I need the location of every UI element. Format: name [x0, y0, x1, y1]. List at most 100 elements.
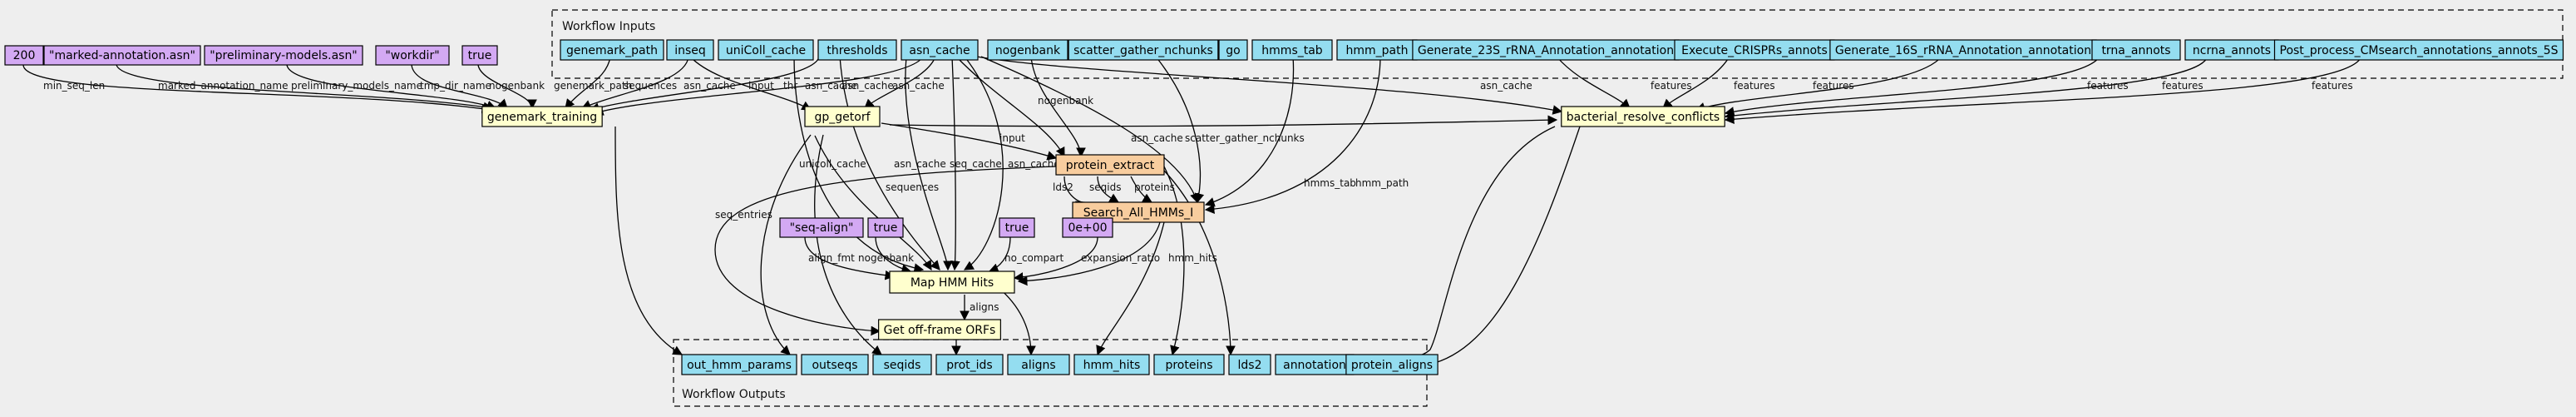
edge-bacterial-annotation [1308, 126, 1556, 370]
node-lit-marked-annotation[interactable]: "marked-annotation.asn" [43, 45, 201, 66]
edge-gen23s-features [1556, 56, 1631, 109]
node-label: out_hmm_params [687, 359, 792, 372]
label-hmm-hits: hmm_hits [1168, 252, 1217, 264]
edge-hmms-tab [1204, 56, 1295, 207]
edge-asn-cache-bacterial [976, 56, 1563, 115]
node-label: ncrna_annots [2193, 44, 2271, 57]
node-label: "marked-annotation.asn" [49, 49, 195, 62]
node-label: nogenbank [995, 44, 1061, 57]
edge-thresholds-map [839, 56, 940, 271]
label-input-1: input [748, 80, 774, 92]
node-output-seqids[interactable]: seqids [872, 354, 932, 375]
node-input-nogenbank[interactable]: nogenbank [987, 39, 1068, 61]
edge-asn-cache-protein-extract [955, 56, 1065, 158]
edge-genemark-path [565, 56, 611, 109]
node-output-protein-aligns[interactable]: protein_aligns [1345, 354, 1439, 375]
edge-seqids-search [1097, 176, 1120, 203]
node-input-scatter-gather-nchunks[interactable]: scatter_gather_nchunks [1068, 39, 1219, 61]
node-lit-zero[interactable]: 0e+00 [1062, 217, 1113, 238]
node-input-genemark-path[interactable]: genemark_path [560, 39, 664, 61]
node-label: 0e+00 [1068, 221, 1107, 235]
node-input-inseq[interactable]: inseq [666, 39, 714, 61]
node-lit-true-3[interactable]: true [999, 217, 1035, 238]
node-lit-true-1[interactable]: true [461, 45, 498, 66]
edge-seq-cache-map [950, 56, 960, 271]
node-label: inseq [674, 44, 706, 57]
node-label: uniColl_cache [726, 44, 806, 57]
node-lit-true-2[interactable]: true [867, 217, 904, 238]
label-proteins: proteins [1134, 181, 1175, 193]
node-lit-preliminary-models[interactable]: "preliminary-models.asn" [204, 45, 363, 66]
node-input-execute-crisprs[interactable]: Execute_CRISPRs_annots [1674, 39, 1835, 61]
label-preliminary-models-name: preliminary_models_name [291, 80, 422, 92]
workflow-inputs-title: Workflow Inputs [562, 20, 655, 33]
node-label: Map HMM Hits [910, 276, 994, 290]
node-label: trna_annots [2101, 44, 2170, 57]
node-input-hmms-tab[interactable]: hmms_tab [1251, 39, 1333, 61]
node-output-prot-ids[interactable]: prot_ids [935, 354, 1004, 375]
node-output-proteins[interactable]: proteins [1153, 354, 1225, 375]
edge-map-aligns [997, 286, 1036, 356]
edge-nogenbank-protein-extract [1030, 56, 1086, 158]
node-input-asn-cache[interactable]: asn_cache [901, 39, 979, 61]
label-scatter-gather: scatter_gather_nchunks [1185, 132, 1305, 144]
label-asn-cache-7: asn_cache [894, 158, 946, 170]
node-label: Execute_CRISPRs_annots [1681, 44, 1828, 57]
node-lit-200[interactable]: 200 [4, 45, 44, 66]
node-label: true [874, 221, 898, 235]
node-label: protein_extract [1066, 159, 1155, 172]
node-input-generate-23s[interactable]: Generate_23S_rRNA_Annotation_annotation [1412, 39, 1680, 61]
nodes-layer: 200 "marked-annotation.asn" "preliminary… [4, 39, 2564, 375]
workflow-outputs-cluster: Workflow Outputs [673, 339, 1428, 407]
edge-asn-cache-map-2 [963, 56, 1004, 271]
node-output-aligns[interactable]: aligns [1007, 354, 1070, 375]
node-label: go [1226, 44, 1240, 57]
node-input-generate-16s[interactable]: Generate_16S_rRNA_Annotation_annotation [1829, 39, 2097, 61]
node-label: bacterial_resolve_conflicts [1567, 111, 1720, 124]
node-step-genemark-training[interactable]: genemark_training [481, 106, 603, 127]
node-input-go[interactable]: go [1218, 39, 1248, 61]
edge-search-hmm-hits [1096, 221, 1165, 356]
label-asn-cache-5: asn_cache [1480, 80, 1532, 92]
edge-trna-features [1724, 56, 2100, 117]
node-input-ncrna-annots[interactable]: ncrna_annots [2184, 39, 2279, 61]
node-step-map-hmm-hits[interactable]: Map HMM Hits [889, 271, 1015, 294]
node-subworkflow-protein-extract[interactable]: protein_extract [1055, 154, 1165, 176]
node-step-bacterial-resolve-conflicts[interactable]: bacterial_resolve_conflicts [1561, 106, 1725, 127]
node-input-thresholds[interactable]: thresholds [817, 39, 897, 61]
edge-input-getorf [689, 56, 812, 111]
label-hmms-tab: hmms_tab [1304, 177, 1356, 189]
label-seq-cache: seq_cache [950, 158, 1002, 170]
node-label: genemark_training [487, 111, 597, 124]
label-asn-cache-4: asn_cache [892, 80, 945, 92]
node-input-unicoll-cache[interactable]: uniColl_cache [718, 39, 814, 61]
node-step-gp-getorf[interactable]: gp_getorf [804, 106, 881, 127]
label-asn-cache-8: asn_cache [1008, 158, 1060, 170]
edge-gen16s-features [1695, 56, 1942, 112]
label-asn-cache-1: asn_cache [683, 80, 736, 92]
edge-nogenbank-genemark [477, 64, 537, 110]
edge-cmsearch-features [1724, 56, 2362, 124]
label-seqids: seqids [1089, 181, 1121, 193]
node-label: Search_All_HMMs_I [1083, 206, 1194, 220]
node-label: seqids [884, 359, 921, 372]
node-output-lds2[interactable]: lds2 [1228, 354, 1271, 375]
node-lit-workdir[interactable]: "workdir" [375, 45, 450, 66]
node-output-annotation[interactable]: annotation [1275, 354, 1355, 375]
edges-layer [22, 56, 2362, 370]
edge-preliminary-models-name [286, 64, 497, 110]
node-output-out-hmm-params[interactable]: out_hmm_params [681, 354, 797, 375]
node-label: "seq-align" [790, 221, 854, 235]
node-label: Post_process_CMsearch_annotations_annots… [2280, 44, 2559, 57]
node-input-post-process-cmsearch[interactable]: Post_process_CMsearch_annotations_annots… [2273, 39, 2564, 61]
node-input-hmm-path[interactable]: hmm_path [1336, 39, 1418, 61]
node-output-hmm-hits[interactable]: hmm_hits [1073, 354, 1150, 375]
node-label: Generate_16S_rRNA_Annotation_annotation [1835, 44, 2091, 57]
node-step-get-off-frame-orfs[interactable]: Get off-frame ORFs [878, 319, 1001, 340]
node-subworkflow-search-all-hmms[interactable]: Search_All_HMMs_I [1072, 201, 1205, 223]
node-input-trna-annots[interactable]: trna_annots [2091, 39, 2181, 61]
node-output-outseqs[interactable]: outseqs [801, 354, 869, 375]
edge-proteins-search [1130, 176, 1153, 203]
workflow-inputs-cluster: Workflow Inputs [551, 9, 2564, 79]
node-lit-seq-align[interactable]: "seq-align" [779, 217, 864, 238]
